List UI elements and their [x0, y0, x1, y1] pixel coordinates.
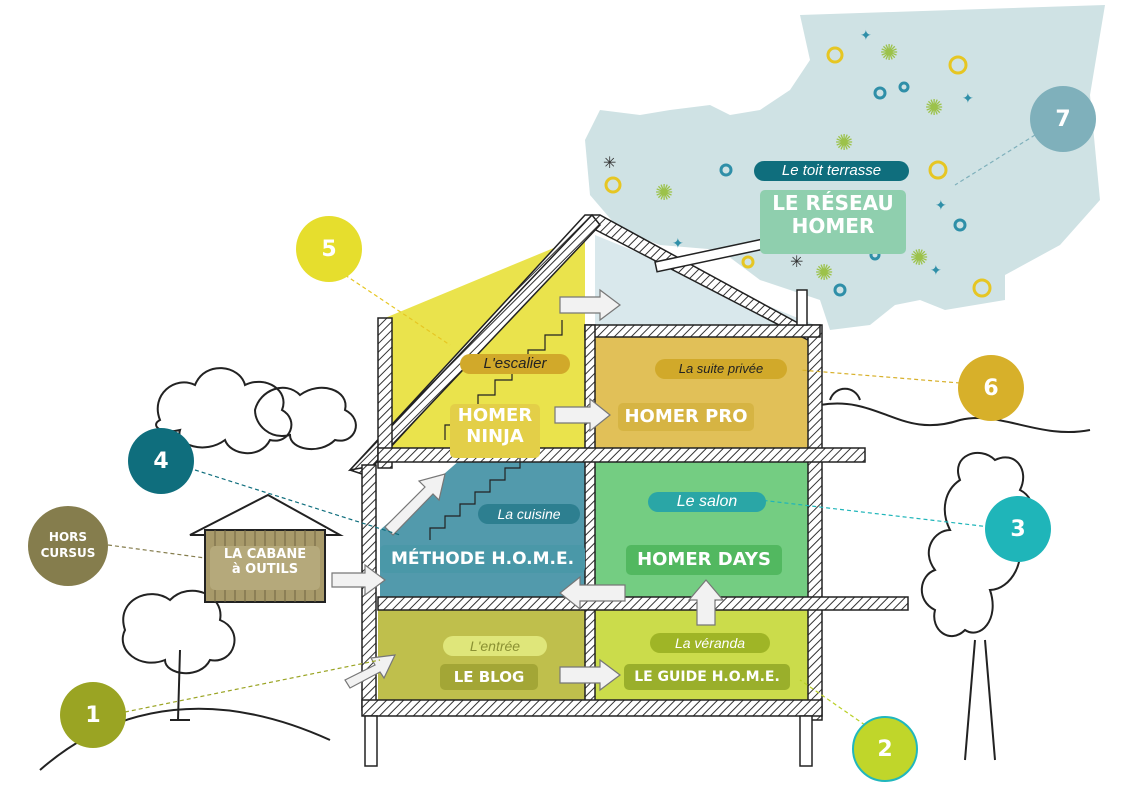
badge-3: 3 — [985, 496, 1051, 562]
room-salon — [595, 460, 808, 597]
blog-title[interactable]: LE BLOG — [440, 664, 538, 690]
entree-subtitle: L'entrée — [443, 636, 547, 656]
badge-4: 4 — [128, 428, 194, 494]
toit-subtitle: Le toit terrasse — [754, 161, 909, 181]
room-suite — [595, 335, 808, 448]
reseau-line1: LE RÉSEAU — [772, 191, 894, 215]
arrow-salon-to-kitchen — [559, 575, 626, 611]
svg-text:✺: ✺ — [925, 96, 943, 121]
badge-7-label: 7 — [1055, 106, 1071, 132]
svg-text:✦: ✦ — [962, 91, 974, 107]
hors-cursus-line1: HORS — [48, 530, 88, 545]
svg-text:✳: ✳ — [790, 252, 803, 271]
arrow-veranda-up — [687, 579, 725, 626]
badge-1-label: 1 — [85, 702, 101, 728]
reseau-title[interactable]: LE RÉSEAU HOMER — [760, 190, 906, 254]
svg-text:✺: ✺ — [835, 131, 853, 156]
badge-4-label: 4 — [153, 448, 169, 474]
salon-subtitle: Le salon — [648, 492, 766, 512]
badge-3-label: 3 — [1010, 516, 1026, 542]
reseau-line2: HOMER — [791, 214, 875, 238]
cabane-line2: à OUTILS — [231, 561, 299, 577]
badge-6: 6 — [958, 355, 1024, 421]
cabane-title[interactable]: LA CABANE à OUTILS — [210, 546, 320, 590]
homer-ninja-line2: NINJA — [466, 425, 524, 447]
badge-hors-cursus: HORS CURSUS — [28, 506, 108, 586]
escalier-subtitle: L'escalier — [460, 354, 570, 374]
homer-pro-title[interactable]: HOMER PRO — [618, 403, 754, 431]
guide-title[interactable]: LE GUIDE H.O.M.E. — [624, 664, 790, 690]
svg-text:✳: ✳ — [603, 153, 616, 172]
badge-7: 7 — [1030, 86, 1096, 152]
cabane-line1: LA CABANE — [223, 547, 307, 562]
leader-lines — [107, 134, 1036, 726]
svg-text:✺: ✺ — [880, 41, 898, 66]
arrow-attic-right — [559, 288, 621, 322]
badge-2: 2 — [852, 716, 918, 782]
network-confetti: ✦ ✦ ✦ ✦ ✦ ✺ ✺ ✺ ✺ ✺ ✺ ✳ ✳ — [603, 28, 992, 298]
badge-5: 5 — [296, 216, 362, 282]
svg-text:✦: ✦ — [935, 198, 947, 214]
methode-title[interactable]: MÉTHODE H.O.M.E. — [380, 545, 585, 573]
arrow-shed-to-kitchen — [331, 563, 386, 597]
tree-outlines-right — [819, 387, 1091, 761]
svg-text:✺: ✺ — [815, 261, 833, 286]
svg-text:✦: ✦ — [672, 236, 684, 252]
veranda-subtitle: La véranda — [650, 633, 770, 653]
badge-1: 1 — [60, 682, 126, 748]
homer-ninja-title[interactable]: HOMER NINJA — [450, 404, 540, 458]
hors-cursus-line2: CURSUS — [40, 546, 96, 560]
svg-text:✺: ✺ — [655, 181, 673, 206]
arrow-blog-to-guide — [559, 658, 621, 692]
cuisine-subtitle: La cuisine — [478, 504, 580, 524]
svg-text:✦: ✦ — [930, 263, 942, 279]
badge-5-label: 5 — [321, 236, 337, 262]
homer-ninja-line1: HOMER — [457, 405, 533, 426]
room-cuisine — [380, 460, 585, 597]
svg-text:✦: ✦ — [860, 28, 872, 44]
flow-arrows — [331, 288, 725, 692]
suite-subtitle: La suite privée — [655, 359, 787, 379]
svg-text:✺: ✺ — [910, 246, 928, 271]
arrow-cuisine-up — [384, 473, 446, 536]
arrow-entry-in — [344, 654, 397, 689]
homer-days-title[interactable]: HOMER DAYS — [626, 545, 782, 575]
badge-2-label: 2 — [877, 736, 893, 762]
badge-6-label: 6 — [983, 375, 999, 401]
arrow-ninja-to-pro — [554, 397, 611, 433]
